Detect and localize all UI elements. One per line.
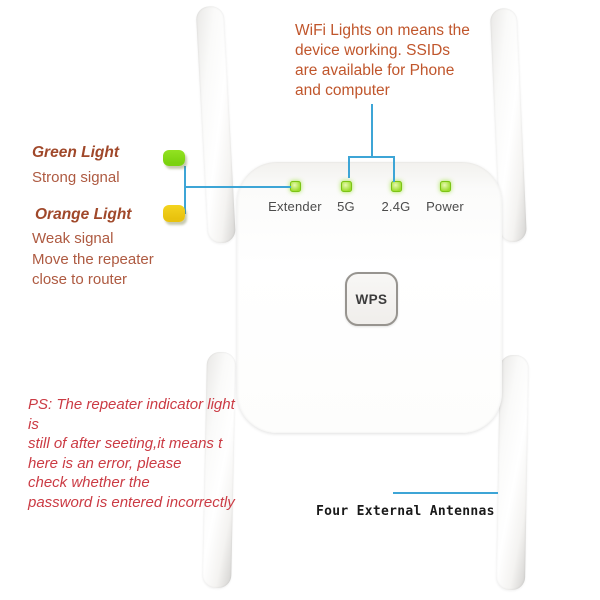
- wifi-lights-note-line: device working. SSIDs: [295, 42, 451, 59]
- wps-button: WPS: [345, 272, 398, 326]
- ps-warning-note-line: still of after seeting,it means t: [28, 435, 223, 452]
- orange-light-description-line: Move the repeater: [32, 250, 154, 268]
- callout-line-5g-drop: [348, 156, 350, 178]
- green-light-description: Strong signal: [32, 169, 120, 186]
- extender-led-label: Extender: [268, 199, 322, 214]
- callout-line-wifi-note-vertical: [371, 104, 373, 158]
- 5g-led-label: 5G: [337, 199, 355, 214]
- orange-light-swatch: [163, 205, 185, 222]
- callout-line-2-4g-drop: [393, 156, 395, 182]
- green-light-title: Green Light: [32, 144, 119, 161]
- ps-warning-note-line: password is entered incorrectly: [28, 493, 235, 511]
- orange-light-title: Orange Light: [35, 206, 132, 223]
- antenna-top-left: [195, 5, 236, 244]
- wifi-lights-note-line: are available for Phone: [295, 62, 455, 79]
- ps-warning-note-line: check whether the: [28, 474, 150, 491]
- four-external-antennas-caption: Four External Antennas: [316, 504, 495, 519]
- 5g-led-indicator: [340, 181, 352, 192]
- power-led-indicator: [439, 181, 451, 192]
- repeater-body: Extender 5G 2.4G Power WPS: [237, 162, 502, 433]
- led-group-power: Power: [410, 181, 480, 214]
- wifi-lights-note-line: WiFi Lights on means the: [295, 22, 470, 39]
- led-group-extender: Extender: [260, 181, 330, 214]
- wifi-lights-note: WiFi Lights on means the device working.…: [295, 21, 485, 101]
- callout-line-swatch-vertical: [184, 166, 186, 214]
- ps-warning-note: PS: The repeater indicator light is stil…: [28, 395, 248, 512]
- orange-light-description: Weak signal Move the repeater close to r…: [32, 229, 154, 291]
- green-light-swatch: [163, 150, 185, 166]
- orange-light-description-line: Weak signal: [32, 230, 114, 247]
- led-group-2-4g: 2.4G: [361, 181, 431, 214]
- led-group-5g: 5G: [311, 181, 381, 214]
- callout-line-wifi-note-horizontal: [348, 156, 395, 158]
- power-led-label: Power: [426, 199, 464, 214]
- 2-4g-led-label: 2.4G: [381, 199, 411, 214]
- orange-light-description-line: close to router: [32, 271, 128, 288]
- callout-line-extender-led: [184, 186, 291, 188]
- ps-warning-note-line: PS: The repeater indicator light is: [28, 396, 235, 433]
- ps-warning-note-line: here is an error, please: [28, 454, 182, 472]
- wifi-lights-note-line: and computer: [295, 82, 390, 99]
- callout-line-antennas: [393, 492, 498, 494]
- 2-4g-led-indicator: [390, 181, 402, 192]
- extender-led-indicator: [289, 181, 301, 192]
